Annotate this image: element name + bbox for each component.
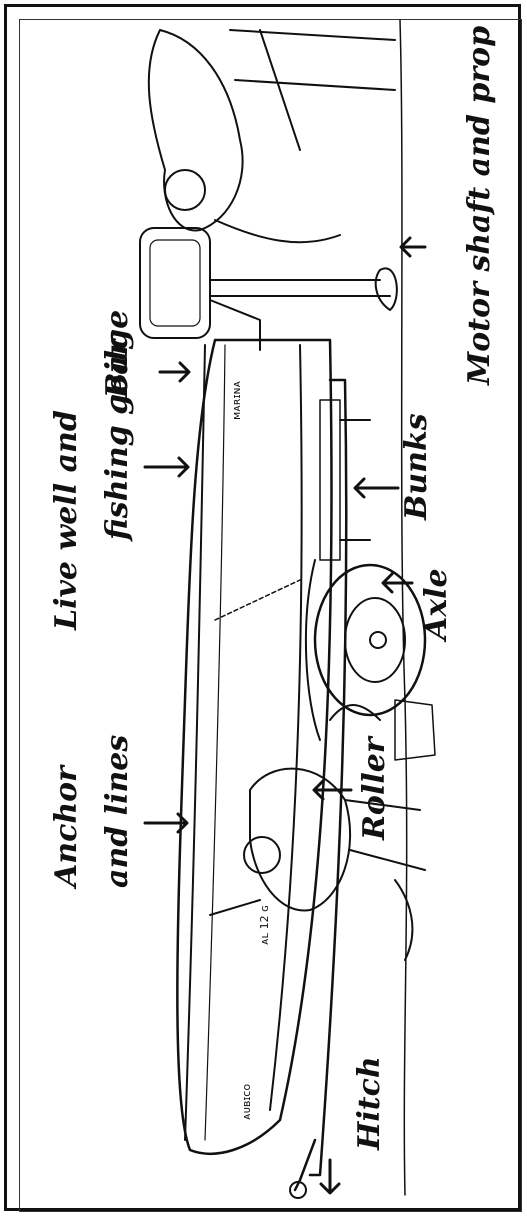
person-motor-arm	[214, 219, 341, 244]
ground-line	[399, 19, 408, 1196]
boat-rail	[204, 344, 226, 1141]
person-roller-body	[249, 767, 352, 912]
boat-gunwale	[184, 344, 206, 1141]
label-bilge: Bilge	[100, 309, 135, 398]
trailer-frame	[308, 378, 348, 1177]
label-bunks: Bunks	[399, 413, 434, 520]
arrow-live-well	[143, 456, 190, 478]
label-anchor-lines: and lines	[100, 734, 135, 888]
person-motor-head	[164, 169, 206, 211]
motor-cowling	[149, 239, 201, 327]
wheel-rim	[344, 597, 406, 683]
person-roller-arm	[209, 899, 261, 916]
arrow-motor	[399, 236, 427, 258]
trailer-wheel	[313, 563, 427, 717]
motor-mount	[209, 299, 261, 351]
inner-border	[19, 19, 522, 1212]
arrow-bilge	[158, 361, 191, 383]
arrows	[143, 236, 427, 1195]
motor-shaft	[209, 279, 391, 297]
label-axle: Axle	[419, 568, 454, 640]
boat-chine	[269, 344, 303, 1111]
prop	[374, 267, 398, 311]
person-roller-legs	[344, 799, 426, 961]
bunk-support	[339, 419, 371, 541]
arrow-anchor	[143, 812, 189, 834]
kneeling-figure	[329, 704, 381, 721]
arrow-roller	[312, 779, 353, 801]
arrow-axle	[381, 572, 414, 594]
boat-hull	[176, 338, 333, 1155]
boat-side-mark: ᴍᴀʀɪɴᴀ	[230, 380, 243, 420]
label-roller: Roller	[357, 737, 392, 840]
label-hitch: Hitch	[352, 1056, 387, 1150]
arrow-bunks	[353, 477, 400, 499]
person-motor-legs	[229, 29, 396, 151]
fender	[304, 559, 321, 741]
person-motor-body	[147, 29, 244, 232]
label-live-well-line1: Live well and	[49, 410, 84, 630]
arrow-hitch	[319, 1158, 341, 1195]
bunk-board	[319, 399, 341, 561]
label-motor-shaft: Motor shaft and prop	[462, 25, 497, 385]
bucket	[394, 699, 436, 761]
wheel-hub	[369, 631, 387, 649]
outboard-motor	[139, 227, 211, 339]
winch-chain	[214, 579, 301, 621]
hitch-ball	[289, 1181, 307, 1199]
trailer-tongue	[293, 1138, 317, 1192]
person-roller-head	[243, 836, 281, 874]
label-anchor: Anchor	[49, 766, 84, 887]
illustration-frame	[4, 4, 522, 1212]
boat-bow-reg: ᴀʟ 12 ɢ	[258, 905, 271, 945]
boat-bow-name: ᴀᴜʙɪᴄᴏ	[240, 1084, 253, 1120]
